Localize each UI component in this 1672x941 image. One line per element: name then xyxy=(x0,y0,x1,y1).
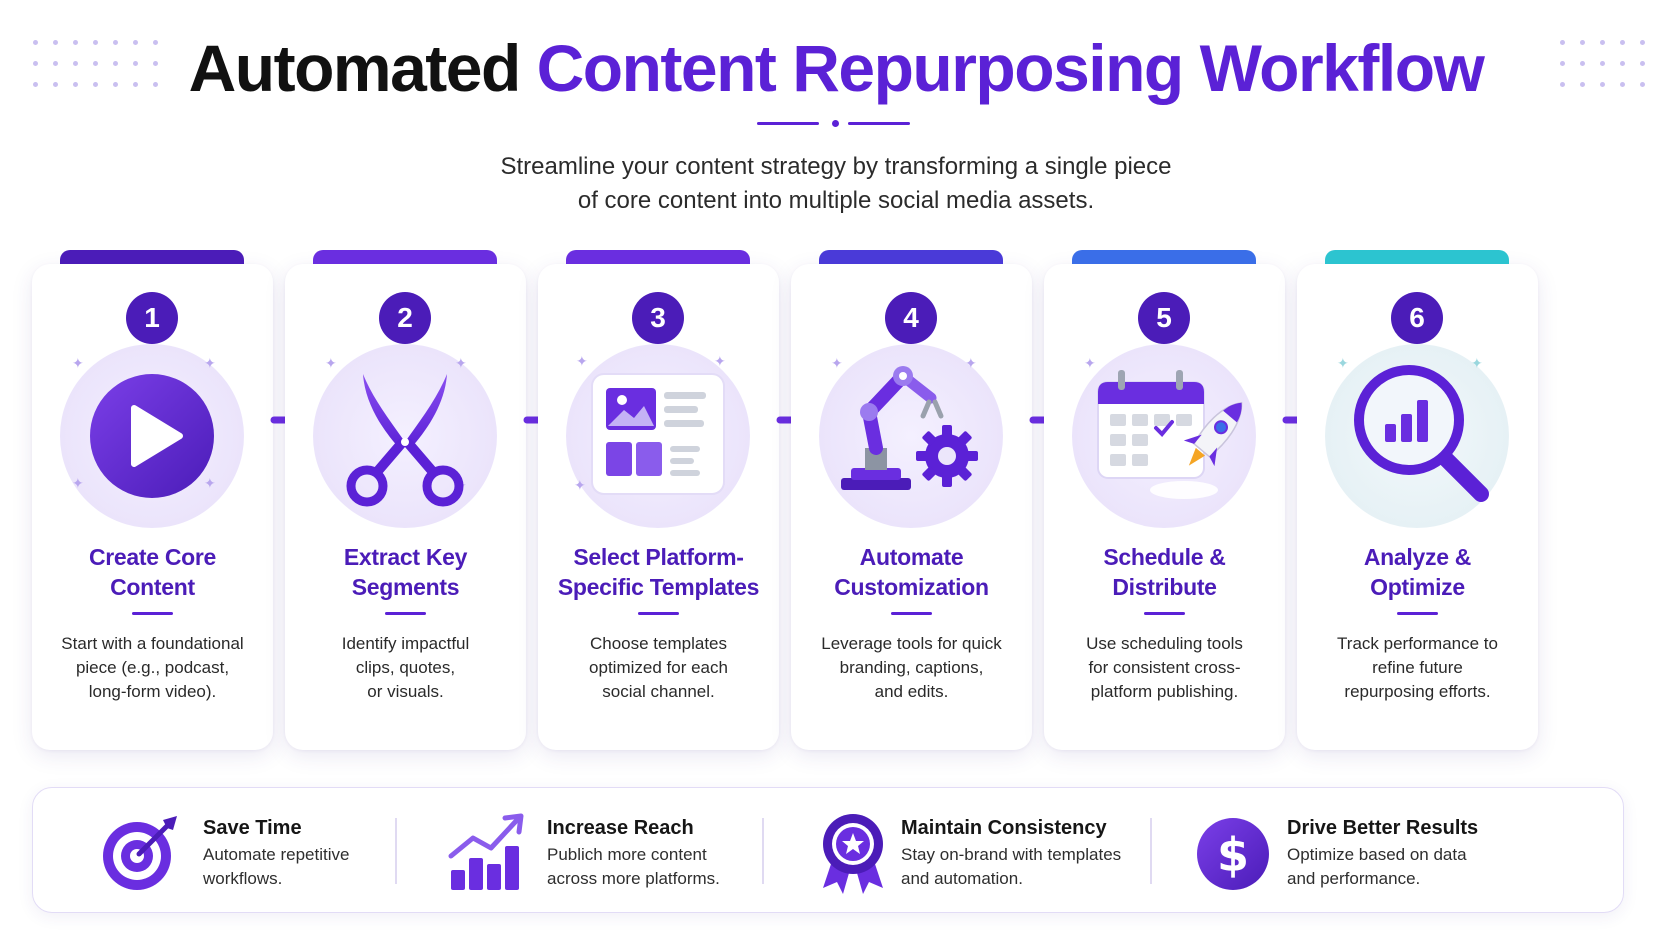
sparkle-icon: ✦ xyxy=(204,475,216,491)
sparkle-icon: ✦ xyxy=(574,477,586,493)
step-title: Extract Key Segments xyxy=(343,544,468,600)
step-description: Use scheduling tools for consistent cros… xyxy=(1086,634,1243,701)
step-description: Leverage tools for quick branding, capti… xyxy=(821,634,1002,701)
step-title: Select Platform- Specific Templates xyxy=(557,544,760,600)
page-subtitle: Streamline your content strategy by tran… xyxy=(500,153,1172,214)
icon-halo xyxy=(313,344,497,528)
benefit-save-time: Save Time Automate repetitive workflows. xyxy=(99,788,419,914)
sparkle-icon: ✦ xyxy=(455,355,467,371)
benefits-bar: Save Time Automate repetitive workflows.… xyxy=(32,787,1624,913)
title-underline xyxy=(638,612,679,615)
sparkle-icon: ✦ xyxy=(325,355,337,371)
sparkle-icon: ✦ xyxy=(714,353,726,369)
divider xyxy=(1150,818,1152,884)
title-underline xyxy=(132,612,173,615)
step-title: Schedule & Distribute xyxy=(1103,544,1226,600)
benefit-description: Optimize based on data and performance. xyxy=(1287,845,1467,888)
target-icon xyxy=(99,810,183,894)
play-icon xyxy=(60,344,244,528)
workflow-steps: 1 ✦ ✦ ✦ ✦ Create Core Content Start with… xyxy=(32,250,1640,750)
step-number: 2 xyxy=(379,292,431,344)
benefit-description: Stay on-brand with templates and automat… xyxy=(901,845,1122,888)
divider xyxy=(762,818,764,884)
benefit-increase-reach: Increase Reach Publich more content acro… xyxy=(445,788,785,914)
step-title: Analyze & Optimize xyxy=(1363,544,1472,600)
robot-arm-gear-icon xyxy=(819,344,1003,528)
title-underline xyxy=(1397,612,1438,615)
step-card-5: 5 ✦ xyxy=(1044,250,1285,750)
step-card-1: 1 ✦ ✦ ✦ ✦ Create Core Content Start with… xyxy=(32,250,273,750)
step-number: 6 xyxy=(1391,292,1443,344)
magnifier-chart-icon xyxy=(1325,344,1509,528)
step-number: 4 xyxy=(885,292,937,344)
step-tab xyxy=(819,250,1003,264)
award-badge-icon xyxy=(811,810,895,894)
dollar-icon: $ xyxy=(1193,810,1277,894)
title-underline xyxy=(891,612,932,615)
title-underline xyxy=(1144,612,1185,615)
sparkle-icon: ✦ xyxy=(576,353,588,369)
step-number: 1 xyxy=(126,292,178,344)
step-tab xyxy=(313,250,497,264)
step-title: Create Core Content xyxy=(88,544,217,600)
title-underline xyxy=(385,612,426,615)
step-card-4: 4 ✦ ✦ xyxy=(791,250,1032,750)
step-title: Automate Customization xyxy=(834,544,989,600)
sparkle-icon: ✦ xyxy=(1084,355,1096,371)
sparkle-icon: ✦ xyxy=(72,475,84,491)
step-number: 3 xyxy=(632,292,684,344)
svg-text:$: $ xyxy=(1217,828,1249,882)
sparkle-icon: ✦ xyxy=(831,355,843,371)
growth-chart-icon xyxy=(445,810,529,894)
sparkle-icon: ✦ xyxy=(72,355,84,371)
benefit-maintain-consistency: Maintain Consistency Stay on-brand with … xyxy=(811,788,1151,914)
sparkle-icon: ✦ xyxy=(204,355,216,371)
benefit-description: Publich more content across more platfor… xyxy=(547,845,720,888)
title-part-1: Automated xyxy=(188,31,522,105)
step-description: Identify impactful clips, quotes, or vis… xyxy=(341,634,470,701)
step-description: Start with a foundational piece (e.g., p… xyxy=(61,634,244,701)
step-card-2: 2 ✦ ✦ ✦ Extract Key Segments Identify im… xyxy=(285,250,526,750)
decorative-dots-right xyxy=(1560,40,1660,87)
step-tab xyxy=(60,250,244,264)
step-description: Track performance to refine future repur… xyxy=(1337,634,1498,701)
benefit-title: Increase Reach xyxy=(547,817,694,839)
benefit-title: Save Time xyxy=(203,817,302,839)
title-divider xyxy=(757,120,917,127)
step-card-3: 3 ✦ ✦ ✦ ✦ Select Platform- Specific Temp… xyxy=(538,250,779,750)
step-number: 5 xyxy=(1138,292,1190,344)
page-title: Automated Content Repurposing Workflow xyxy=(0,28,1672,108)
scissors-icon xyxy=(313,344,497,528)
decorative-dots-left xyxy=(33,40,173,87)
calendar-rocket-icon xyxy=(1072,344,1256,528)
step-tab xyxy=(1325,250,1509,264)
divider xyxy=(395,818,397,884)
sparkle-icon: ✦ xyxy=(1471,355,1483,371)
step-tab xyxy=(1072,250,1256,264)
benefit-drive-better-results: $ Drive Better Results Optimize based on… xyxy=(1193,788,1593,914)
step-description: Choose templates optimized for each soci… xyxy=(589,634,728,701)
benefit-description: Automate repetitive workflows. xyxy=(203,845,350,888)
template-icon xyxy=(566,344,750,528)
sparkle-icon: ✦ xyxy=(965,355,977,371)
step-tab xyxy=(566,250,750,264)
step-card-6: 6 ✦ ✦ Analyze & Optimize Track performan… xyxy=(1297,250,1538,750)
benefit-title: Maintain Consistency xyxy=(901,817,1107,839)
sparkle-icon: ✦ xyxy=(1337,355,1349,371)
benefit-title: Drive Better Results xyxy=(1287,817,1479,839)
title-part-2: Content Repurposing Workflow xyxy=(536,31,1485,105)
